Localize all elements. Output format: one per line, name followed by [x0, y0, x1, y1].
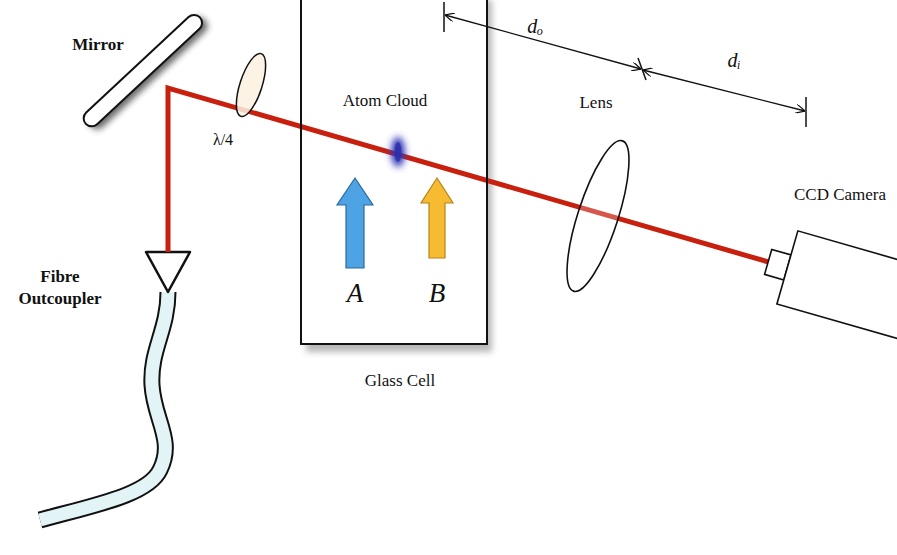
atom-cloud [391, 137, 405, 167]
part-label: Lens [579, 92, 612, 114]
dimension-line [445, 15, 641, 69]
cell-caption: Glass Cell [365, 371, 435, 391]
part-label: CCD Camera [794, 184, 886, 206]
cell-wall [301, 0, 487, 344]
lens [555, 135, 642, 298]
dimension-label: dₒ [527, 13, 543, 39]
fibre [40, 292, 168, 520]
part-label: Mirror [72, 34, 124, 56]
arrow-label: B [429, 278, 446, 309]
waveplate [230, 50, 271, 120]
beam-arrow-a [337, 178, 373, 268]
mirror [80, 12, 205, 130]
cell-outline [300, 0, 488, 395]
part-label: λ/4 [213, 130, 233, 151]
beam-arrow-b [421, 178, 453, 258]
fibre-outcoupler [146, 252, 190, 292]
dimension-line [643, 70, 805, 111]
camera-body [777, 231, 897, 339]
fibre-outline [40, 292, 168, 520]
laser-beam [168, 88, 772, 263]
arrow-label: A [347, 278, 364, 309]
dimension-tick [443, 2, 445, 32]
part-label: Fibre Outcoupler [10, 266, 110, 310]
dimension-label: dᵢ [727, 47, 740, 73]
cell-label: Atom Cloud [343, 91, 428, 111]
glass-cell: Atom CloudA B Glass Cell [300, 0, 488, 395]
atom-cloud-core [395, 142, 402, 162]
dimension-tick [805, 97, 807, 127]
